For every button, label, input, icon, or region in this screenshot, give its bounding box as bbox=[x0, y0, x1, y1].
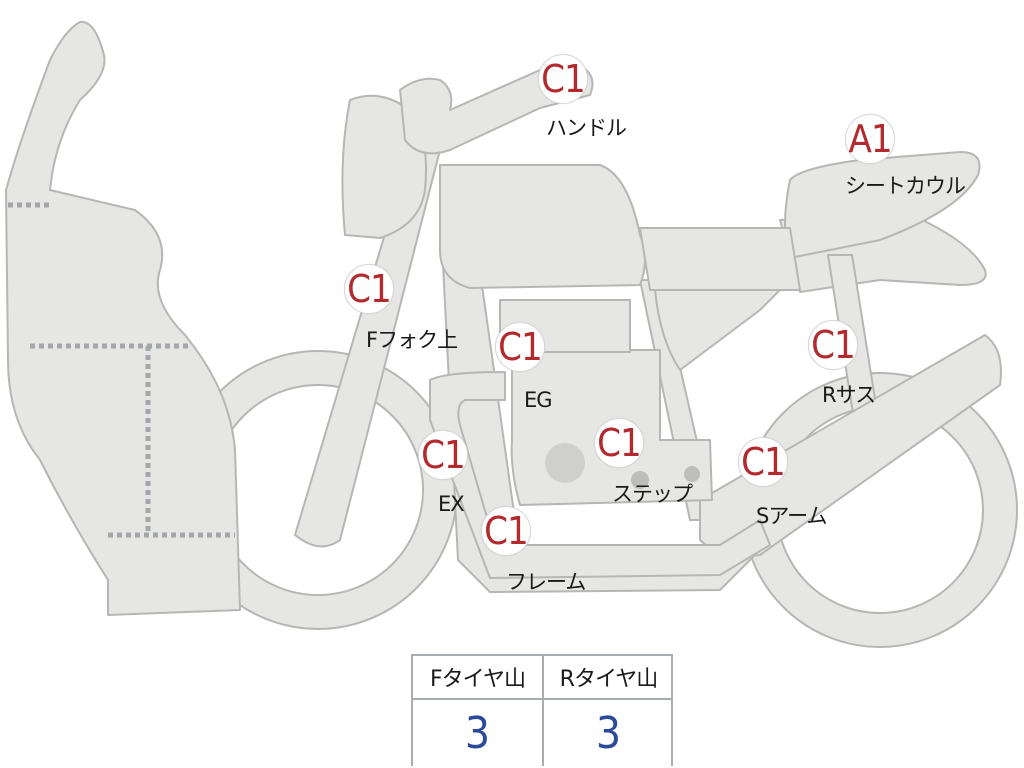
part-label-handle: ハンドル bbox=[546, 116, 627, 140]
part-label-step: ステップ bbox=[612, 482, 693, 506]
part-label-seat-cowl: シートカウル bbox=[845, 174, 966, 198]
exhaust-shape bbox=[429, 371, 771, 579]
rear-tire-tread-header: Rタイヤ山 bbox=[544, 656, 673, 700]
grade-badge-handle: C1 bbox=[538, 54, 588, 104]
fuel-tank-shape bbox=[439, 164, 646, 289]
rear-tire-tread-value: 3 bbox=[595, 707, 622, 759]
seat-shape bbox=[639, 227, 801, 291]
grade-badge-r-suspension: C1 bbox=[808, 320, 858, 370]
front-tire-tread-value: 3 bbox=[464, 707, 491, 759]
front-fork-shape bbox=[294, 149, 441, 548]
grade-badge-engine: C1 bbox=[495, 322, 545, 372]
part-label-r-suspension: Rサス bbox=[822, 383, 876, 407]
part-label-exhaust: EX bbox=[438, 492, 465, 516]
grade-badge-f-fork-upper: C1 bbox=[344, 264, 394, 314]
tire-tread-table: Fタイヤ山 Rタイヤ山 3 3 bbox=[411, 654, 673, 766]
part-label-engine: EG bbox=[524, 388, 553, 412]
grade-badge-swing-arm: C1 bbox=[738, 437, 788, 487]
part-label-frame: フレーム bbox=[506, 570, 586, 594]
front-cowl-shape bbox=[5, 20, 241, 616]
table-divider bbox=[542, 656, 544, 766]
grade-badge-frame: C1 bbox=[481, 506, 531, 556]
part-label-swing-arm: Sアーム bbox=[756, 504, 827, 528]
grade-badge-seat-cowl: A1 bbox=[845, 114, 895, 164]
part-label-f-fork-upper: Fフォク上 bbox=[366, 328, 458, 352]
grade-badge-exhaust: C1 bbox=[418, 430, 468, 480]
grade-badge-step: C1 bbox=[594, 418, 644, 468]
front-tire-tread-header: Fタイヤ山 bbox=[413, 656, 542, 700]
